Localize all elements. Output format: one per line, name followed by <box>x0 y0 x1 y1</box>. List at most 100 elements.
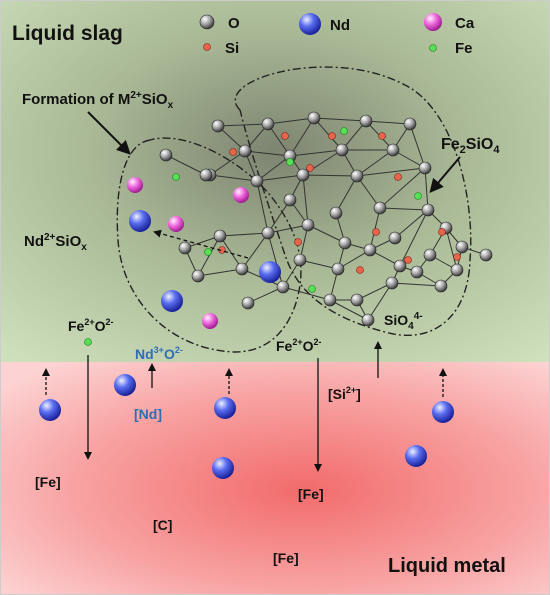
bond-line <box>244 150 291 157</box>
bond-line <box>424 167 429 211</box>
formation-arrow <box>87 111 131 155</box>
metal-region <box>0 362 550 595</box>
nd-sphere <box>405 445 427 467</box>
bond-line <box>445 227 458 271</box>
bond-line <box>409 123 426 169</box>
legend-o-label: O <box>228 15 240 32</box>
nd-sphere <box>161 290 183 312</box>
formation-label: Formation of M2+SiOx <box>22 90 174 111</box>
bond-line <box>209 150 246 176</box>
oxygen-atom <box>403 117 417 131</box>
oxygen-atom <box>421 203 435 217</box>
legend-o-icon <box>199 14 215 30</box>
bond-line <box>329 299 369 321</box>
bond-line <box>219 235 243 270</box>
oxygen-atom <box>393 259 407 273</box>
legend-fe-label: Fe <box>455 40 473 57</box>
oxygen-atom <box>361 313 375 327</box>
oxygen-atom <box>191 269 205 283</box>
legend-nd-icon <box>299 13 321 35</box>
oxygen-atom <box>235 262 249 276</box>
silicon-atom <box>229 148 237 156</box>
fe-dot <box>84 338 92 346</box>
fe2sio4-label: Fe2SiO4 <box>441 136 500 156</box>
nd-sphere <box>214 397 236 419</box>
oxygen-atom <box>238 144 252 158</box>
bond-line <box>247 286 284 304</box>
oxygen-atom <box>385 276 399 290</box>
silicon-atom <box>328 132 336 140</box>
oxygen-atom <box>455 240 469 254</box>
bond-line <box>267 232 284 288</box>
oxygen-atom <box>386 143 400 157</box>
ndsio-arrow <box>153 229 249 259</box>
oxygen-atom <box>418 161 432 175</box>
silicon-atom <box>281 132 289 140</box>
silicon-atom <box>356 266 364 274</box>
fe-o-left-label: Fe2+O2- <box>68 317 114 334</box>
oxygen-atom <box>276 280 290 294</box>
bond-line <box>219 232 269 237</box>
oxygen-atom <box>296 168 310 182</box>
silicon-atom <box>394 173 402 181</box>
nd-sphere <box>114 374 136 396</box>
oxygen-atom <box>434 279 448 293</box>
oxygen-atom <box>261 117 275 131</box>
oxygen-atom <box>338 236 352 250</box>
carbon-label: [C] <box>153 517 172 533</box>
bond-line <box>241 232 269 270</box>
bond-line <box>289 149 343 157</box>
iron-atom <box>414 192 422 200</box>
silicon-atom <box>438 228 446 236</box>
legend-nd-label: Nd <box>330 17 350 34</box>
bond-line <box>282 286 331 301</box>
oxygen-atom <box>159 148 173 162</box>
nd-sphere <box>432 401 454 423</box>
oxygen-atom <box>410 265 424 279</box>
oxygen-atom <box>329 206 343 220</box>
silicon-atom <box>306 164 314 172</box>
silicon-atom <box>453 253 461 261</box>
bond-line <box>267 117 315 125</box>
bond-line <box>356 149 394 177</box>
bond-line <box>365 120 411 125</box>
bond-line <box>267 224 309 234</box>
fe-o-mid-label: Fe2+O2- <box>276 337 322 354</box>
bond-line <box>197 235 221 277</box>
iron-atom <box>204 248 212 256</box>
oxygen-atom <box>450 263 464 277</box>
bond-line <box>335 175 358 214</box>
bond-line <box>267 199 291 234</box>
bond-line <box>313 117 367 122</box>
nd-sphere <box>129 210 151 232</box>
oxygen-atom <box>261 226 275 240</box>
oxygen-atom <box>213 229 227 243</box>
fe-mid-label: [Fe] <box>298 486 324 502</box>
metal-label: Liquid metal <box>388 555 506 577</box>
iron-atom <box>286 158 294 166</box>
oxygen-atom <box>359 114 373 128</box>
silicon-atom <box>372 228 380 236</box>
legend: O Nd Ca Si Fe <box>199 13 475 57</box>
nd-sphere <box>39 399 61 421</box>
silicon-atom <box>404 256 412 264</box>
bond-line <box>302 174 358 177</box>
legend-si-label: Si <box>225 40 239 57</box>
oxygen-atom <box>423 248 437 262</box>
bond-line <box>165 154 207 176</box>
bond-line <box>399 209 429 267</box>
bond-line <box>379 167 426 209</box>
bond-line <box>367 282 393 321</box>
bond-line <box>356 167 426 177</box>
iron-atom <box>172 173 180 181</box>
sio4-label: SiO44- <box>384 311 423 332</box>
bond-line <box>299 259 339 270</box>
oxygen-atom <box>178 241 192 255</box>
bond-line <box>313 117 343 151</box>
bond-line <box>197 268 243 277</box>
oxygen-atom <box>211 119 225 133</box>
legend-fe-icon <box>429 44 437 52</box>
bond-line <box>391 282 442 287</box>
bond-line <box>356 282 393 301</box>
